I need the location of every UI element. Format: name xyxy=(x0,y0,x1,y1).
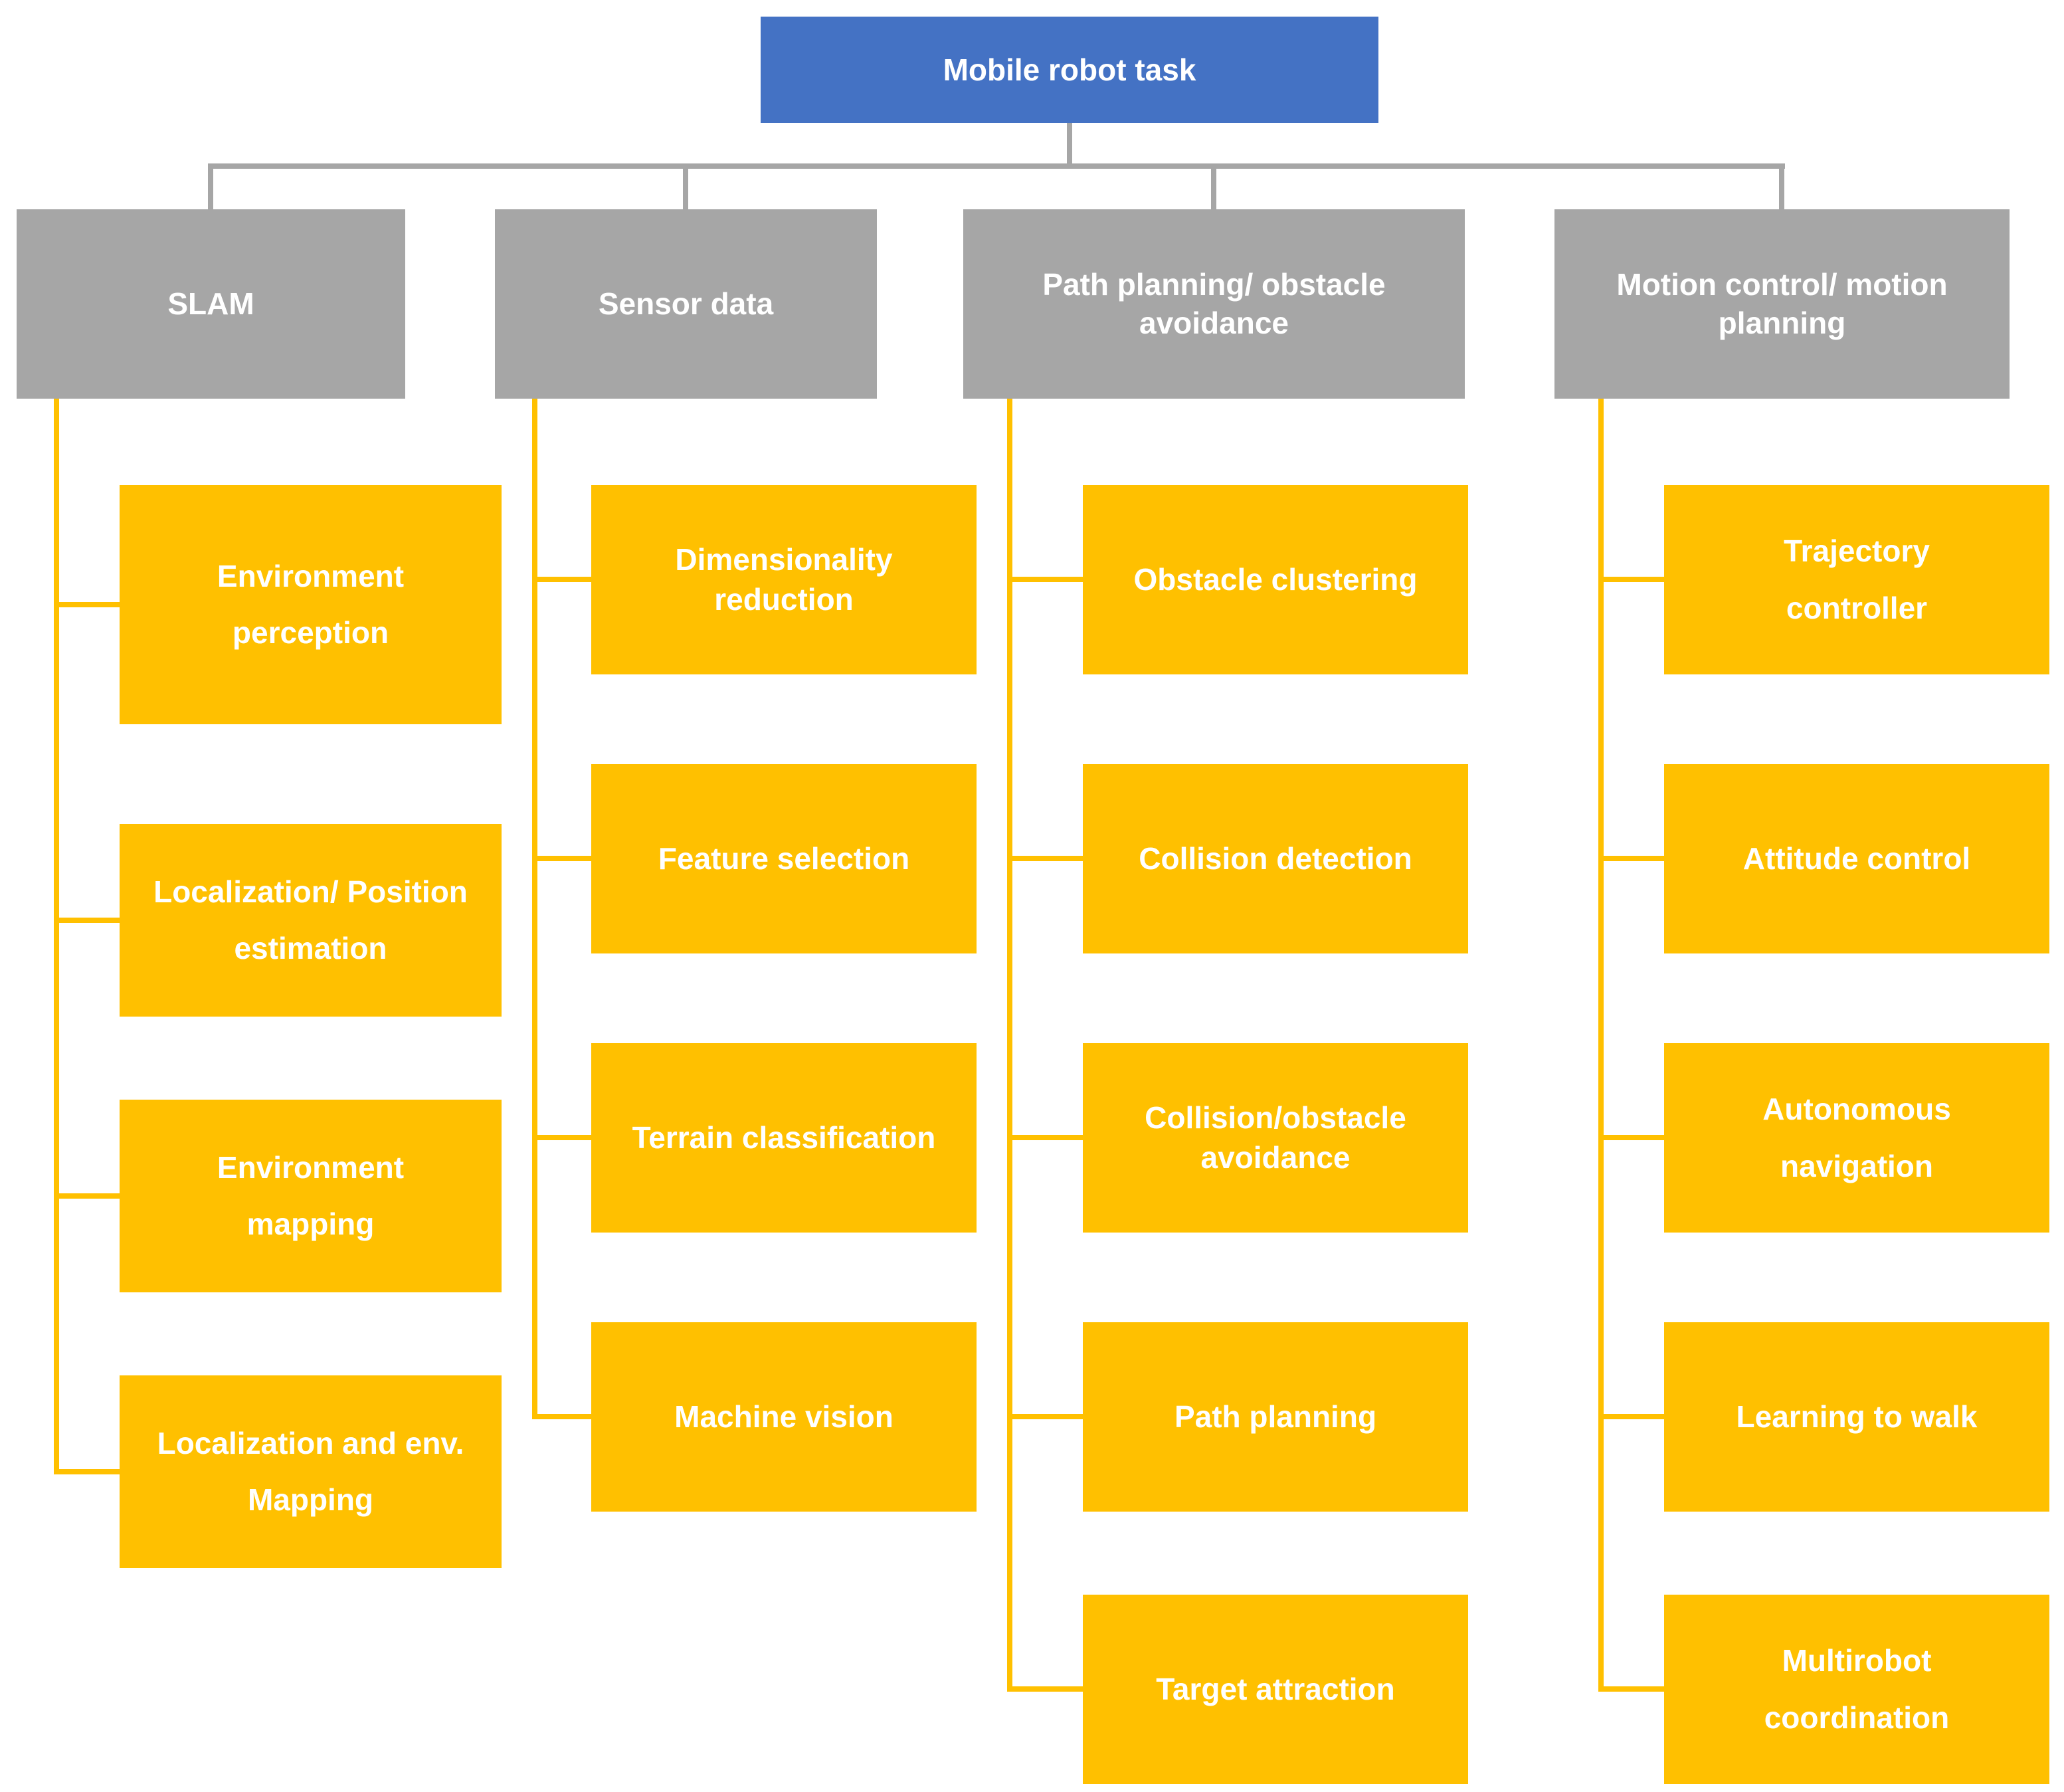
node-multirobot-coordination: Multirobot coordination xyxy=(1664,1595,2049,1784)
connector-stub-collision-detection xyxy=(1007,856,1083,861)
node-autonomous-navigation: Autonomous navigation xyxy=(1664,1043,2049,1233)
connector-trunk xyxy=(208,163,1785,169)
node-label: Terrain classification xyxy=(632,1120,936,1155)
node-collision-detection: Collision detection xyxy=(1083,764,1468,953)
node-machine-vision: Machine vision xyxy=(591,1322,977,1512)
connector-spine-slam xyxy=(54,399,59,1474)
connector-stub-obstacle-clustering xyxy=(1007,577,1083,582)
connector-stub-attitude-control xyxy=(1598,856,1664,861)
node-feature-selection: Feature selection xyxy=(591,764,977,953)
node-label: Autonomous navigation xyxy=(1762,1092,1951,1183)
connector-stub-localization-and-env-mapping xyxy=(54,1469,120,1474)
node-terrain-classification: Terrain classification xyxy=(591,1043,977,1233)
node-label: Learning to walk xyxy=(1736,1399,1978,1434)
node-localization-and-env-mapping: Localization and env. Mapping xyxy=(120,1375,502,1568)
node-label: Localization and env. Mapping xyxy=(157,1425,464,1517)
node-dimensionality-reduction: Dimensionality reduction xyxy=(591,485,977,674)
connector-drop-sensor-data xyxy=(683,163,688,209)
category-label: SLAM xyxy=(167,286,254,321)
node-label: Attitude control xyxy=(1742,841,1971,876)
connector-stub-environment-perception xyxy=(54,602,120,607)
category-label: Sensor data xyxy=(598,286,774,321)
connector-stub-dimensionality-reduction xyxy=(532,577,591,582)
node-label: Target attraction xyxy=(1156,1671,1395,1706)
node-label: Environment mapping xyxy=(217,1149,405,1241)
node-path-planning: Path planning xyxy=(1083,1322,1468,1512)
node-label: Collision detection xyxy=(1139,841,1412,876)
node-label: Collision/obstacle avoidance xyxy=(1145,1100,1406,1175)
node-localization-position-estimation: Localization/ Position estimation xyxy=(120,824,502,1017)
node-label: Obstacle clustering xyxy=(1133,561,1418,597)
connector-stub-learning-to-walk xyxy=(1598,1414,1664,1419)
node-label: Feature selection xyxy=(658,841,910,876)
category-label: Motion control/ motion planning xyxy=(1616,267,1948,340)
connector-stub-autonomous-navigation xyxy=(1598,1135,1664,1140)
connector-drop-path-planning xyxy=(1211,163,1216,209)
connector-stub-environment-mapping xyxy=(54,1193,120,1199)
node-target-attraction: Target attraction xyxy=(1083,1595,1468,1784)
connector-stub-target-attraction xyxy=(1007,1686,1083,1692)
connector-stub-multirobot-coordination xyxy=(1598,1686,1664,1692)
connector-stub-localization-position-estimation xyxy=(54,918,120,923)
category-path-planning-obstacle-avoidance: Path planning/ obstacle avoidance xyxy=(963,209,1465,399)
connector-stub-terrain-classification xyxy=(532,1135,591,1140)
node-label: Localization/ Position estimation xyxy=(153,874,468,965)
connector-drop-motion-control xyxy=(1779,163,1784,209)
node-attitude-control: Attitude control xyxy=(1664,764,2049,953)
node-environment-perception: Environment perception xyxy=(120,485,502,724)
node-label: Dimensionality reduction xyxy=(675,542,893,617)
connector-stub-collision-obstacle-avoidance xyxy=(1007,1135,1083,1140)
node-label: Environment perception xyxy=(217,558,405,650)
node-label: Machine vision xyxy=(674,1399,893,1434)
connector-spine-path-planning xyxy=(1007,399,1012,1692)
node-collision-obstacle-avoidance: Collision/obstacle avoidance xyxy=(1083,1043,1468,1233)
connector-spine-motion-control xyxy=(1598,399,1604,1692)
node-label: Path planning xyxy=(1174,1399,1377,1434)
connector-spine-sensor-data xyxy=(532,399,537,1419)
category-label: Path planning/ obstacle avoidance xyxy=(1042,267,1386,340)
connector-stub-path-planning xyxy=(1007,1414,1083,1419)
node-label: Mobile robot task xyxy=(943,52,1196,87)
node-obstacle-clustering: Obstacle clustering xyxy=(1083,485,1468,674)
connector-stub-machine-vision xyxy=(532,1414,591,1419)
node-environment-mapping: Environment mapping xyxy=(120,1100,502,1292)
category-sensor-data: Sensor data xyxy=(495,209,877,399)
connector-root-drop xyxy=(1067,123,1072,166)
node-learning-to-walk: Learning to walk xyxy=(1664,1322,2049,1512)
category-motion-control-motion-planning: Motion control/ motion planning xyxy=(1554,209,2010,399)
connector-stub-trajectory-controller xyxy=(1598,577,1664,582)
node-label: Trajectory controller xyxy=(1784,534,1930,625)
node-label: Multirobot coordination xyxy=(1764,1643,1950,1735)
connector-stub-feature-selection xyxy=(532,856,591,861)
connector-drop-slam xyxy=(208,163,213,209)
category-slam: SLAM xyxy=(17,209,405,399)
node-trajectory-controller: Trajectory controller xyxy=(1664,485,2049,674)
node-mobile-robot-task: Mobile robot task xyxy=(761,17,1378,123)
